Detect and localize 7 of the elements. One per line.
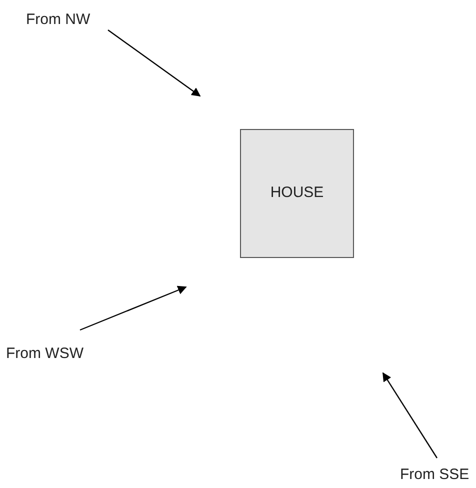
direction-label: From WSW (6, 344, 84, 364)
arrow (382, 372, 438, 458)
arrow (108, 30, 201, 97)
direction-label: From NW (26, 10, 90, 30)
direction-label: From SSE (400, 465, 470, 485)
arrow (80, 286, 187, 331)
house-box: HOUSE (240, 129, 354, 258)
